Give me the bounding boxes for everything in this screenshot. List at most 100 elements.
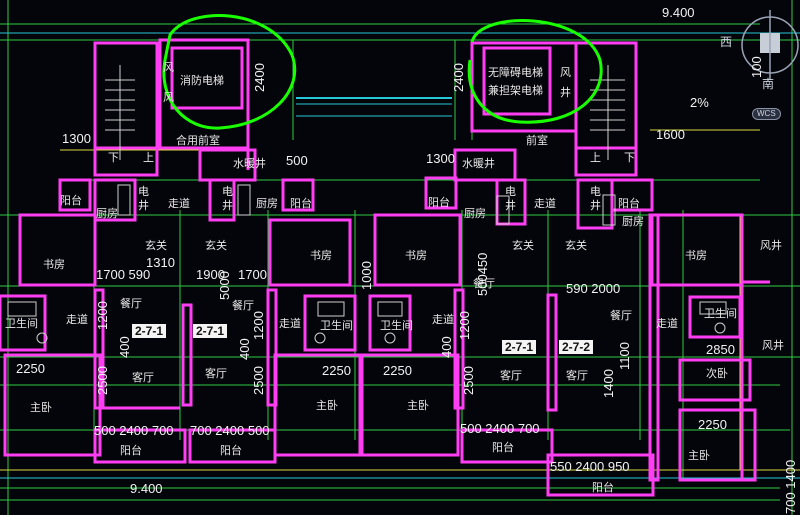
kitchen-1: 厨房 [96,207,118,220]
dim-700-2400-500: 700 2400 500 [190,423,270,438]
dim-1200-2: 1200 [251,311,266,340]
unit-label-4: 2-7-2 [559,340,594,354]
balcony-8: 阳台 [592,481,614,494]
stair-down-right: 下 [624,151,635,164]
kitchen-3: 厨房 [464,207,486,220]
elec-shaft-2b: 井 [222,199,233,212]
foyer-1: 玄关 [145,239,167,252]
dim-700-1400: 700 1400 [783,459,798,514]
bathroom-4: 卫生间 [704,307,737,320]
stair-down-left: 下 [108,151,119,164]
corridor-6: 走道 [656,317,678,330]
elec-shaft-3b: 井 [505,199,516,212]
wind-shaft-right-2: 井 [560,86,571,99]
elec-shaft-4: 电 [590,185,601,198]
foyer-4: 玄关 [565,239,587,252]
corridor-4: 走道 [279,317,301,330]
corridor-1: 走道 [168,197,190,210]
study-3: 书房 [405,249,427,262]
wcs-badge[interactable]: WCS [752,108,781,120]
master-bedroom-1: 主卧 [30,401,52,414]
dim-2250-2: 2250 [322,363,351,378]
second-bedroom-label: 次卧 [706,367,728,380]
elec-shaft-4b: 井 [590,199,601,212]
study-1: 书房 [43,258,65,271]
balcony-5: 阳台 [120,444,142,457]
dim-1400: 1400 [601,369,616,398]
water-shaft-left: 水暖井 [233,157,266,170]
dim-1100: 1100 [617,342,632,370]
master-bedroom-2: 主卧 [316,399,338,412]
dim-2850: 2850 [706,342,735,357]
markup-circles [162,14,603,130]
living-1: 客厅 [132,371,154,384]
balcony-2: 阳台 [290,197,312,210]
kitchen-4: 厨房 [622,215,644,228]
study-4: 书房 [685,249,707,262]
wind-shaft-right-1: 风 [560,66,571,79]
corridor-2: 走道 [534,197,556,210]
dim-500-2400-700-2: 500 2400 700 [460,421,540,436]
corridor-3: 走道 [66,313,88,326]
study-2: 书房 [310,249,332,262]
slope-label: 2% [690,95,709,110]
living-2: 客厅 [205,367,227,380]
foyer-2: 玄关 [205,239,227,252]
dim-1200-1: 1200 [95,301,110,330]
dim-2500-3: 2500 [461,366,476,395]
stretcher-elevator-label: 兼担架电梯 [488,84,543,97]
top-dimension-label: 9.400 [662,5,695,20]
balcony-1: 阳台 [60,194,82,207]
dim-1310: 1310 [146,255,175,270]
balcony-6: 阳台 [220,444,242,457]
master-bedroom-4: 主卧 [688,449,710,462]
dim-1600: 1600 [656,127,685,142]
dim-1200-3: 1200 [457,311,472,340]
wind-shaft-left-1: 风 [163,61,174,74]
dim-400-2: 400 [237,338,252,360]
dim-2400-left: 2400 [252,63,267,92]
dining-1: 餐厅 [120,297,142,310]
dim-1300-left: 1300 [62,131,91,146]
living-4: 客厅 [566,369,588,382]
dim-500: 500 [286,153,308,168]
master-bedroom-3: 主卧 [407,399,429,412]
corridor-5: 走道 [432,313,454,326]
dining-4: 餐厅 [610,309,632,322]
dim-590-2000: 590 2000 [566,281,621,296]
elec-shaft-1b: 井 [138,199,149,212]
foyer-3: 玄关 [512,239,534,252]
compass-south-label: 南 [762,77,775,91]
balcony-4: 阳台 [618,197,640,210]
bottom-dimension-label: 9.400 [130,481,163,496]
dim-400-3: 400 [439,336,454,358]
wind-shaft-right-bottom: 风井 [762,339,784,352]
unit-label-3: 2-7-1 [502,340,537,354]
elec-shaft-1: 电 [138,185,149,198]
dim-2500-2: 2500 [251,366,266,395]
dim-2250-3: 2250 [383,363,412,378]
unit-label-1: 2-7-1 [132,324,167,338]
dim-1000: 1000 [359,261,374,290]
dim-5000: 5000 [217,271,232,300]
dim-2250-1: 2250 [16,361,45,376]
unit-label-2: 2-7-1 [193,324,228,338]
fixtures [7,65,727,344]
lobby-label: 前室 [526,134,548,147]
water-shaft-right: 水暖井 [462,157,495,170]
elec-shaft-3: 电 [505,185,516,198]
detail-lines [0,32,800,479]
stair-up-left: 上 [143,151,154,164]
side-number-label: 100 [749,56,764,78]
dim-1700-590: 1700 590 [96,267,151,282]
compass-west-label: 西 [720,35,733,49]
dim-2500-1: 2500 [95,366,110,395]
walls [0,38,770,497]
shared-lobby-label: 合用前室 [176,134,220,147]
wind-shaft-right-top: 风井 [760,239,782,252]
balcony-3: 阳台 [428,196,450,209]
dim-1700: 1700 [238,267,267,282]
dim-2250-4: 2250 [698,417,727,432]
